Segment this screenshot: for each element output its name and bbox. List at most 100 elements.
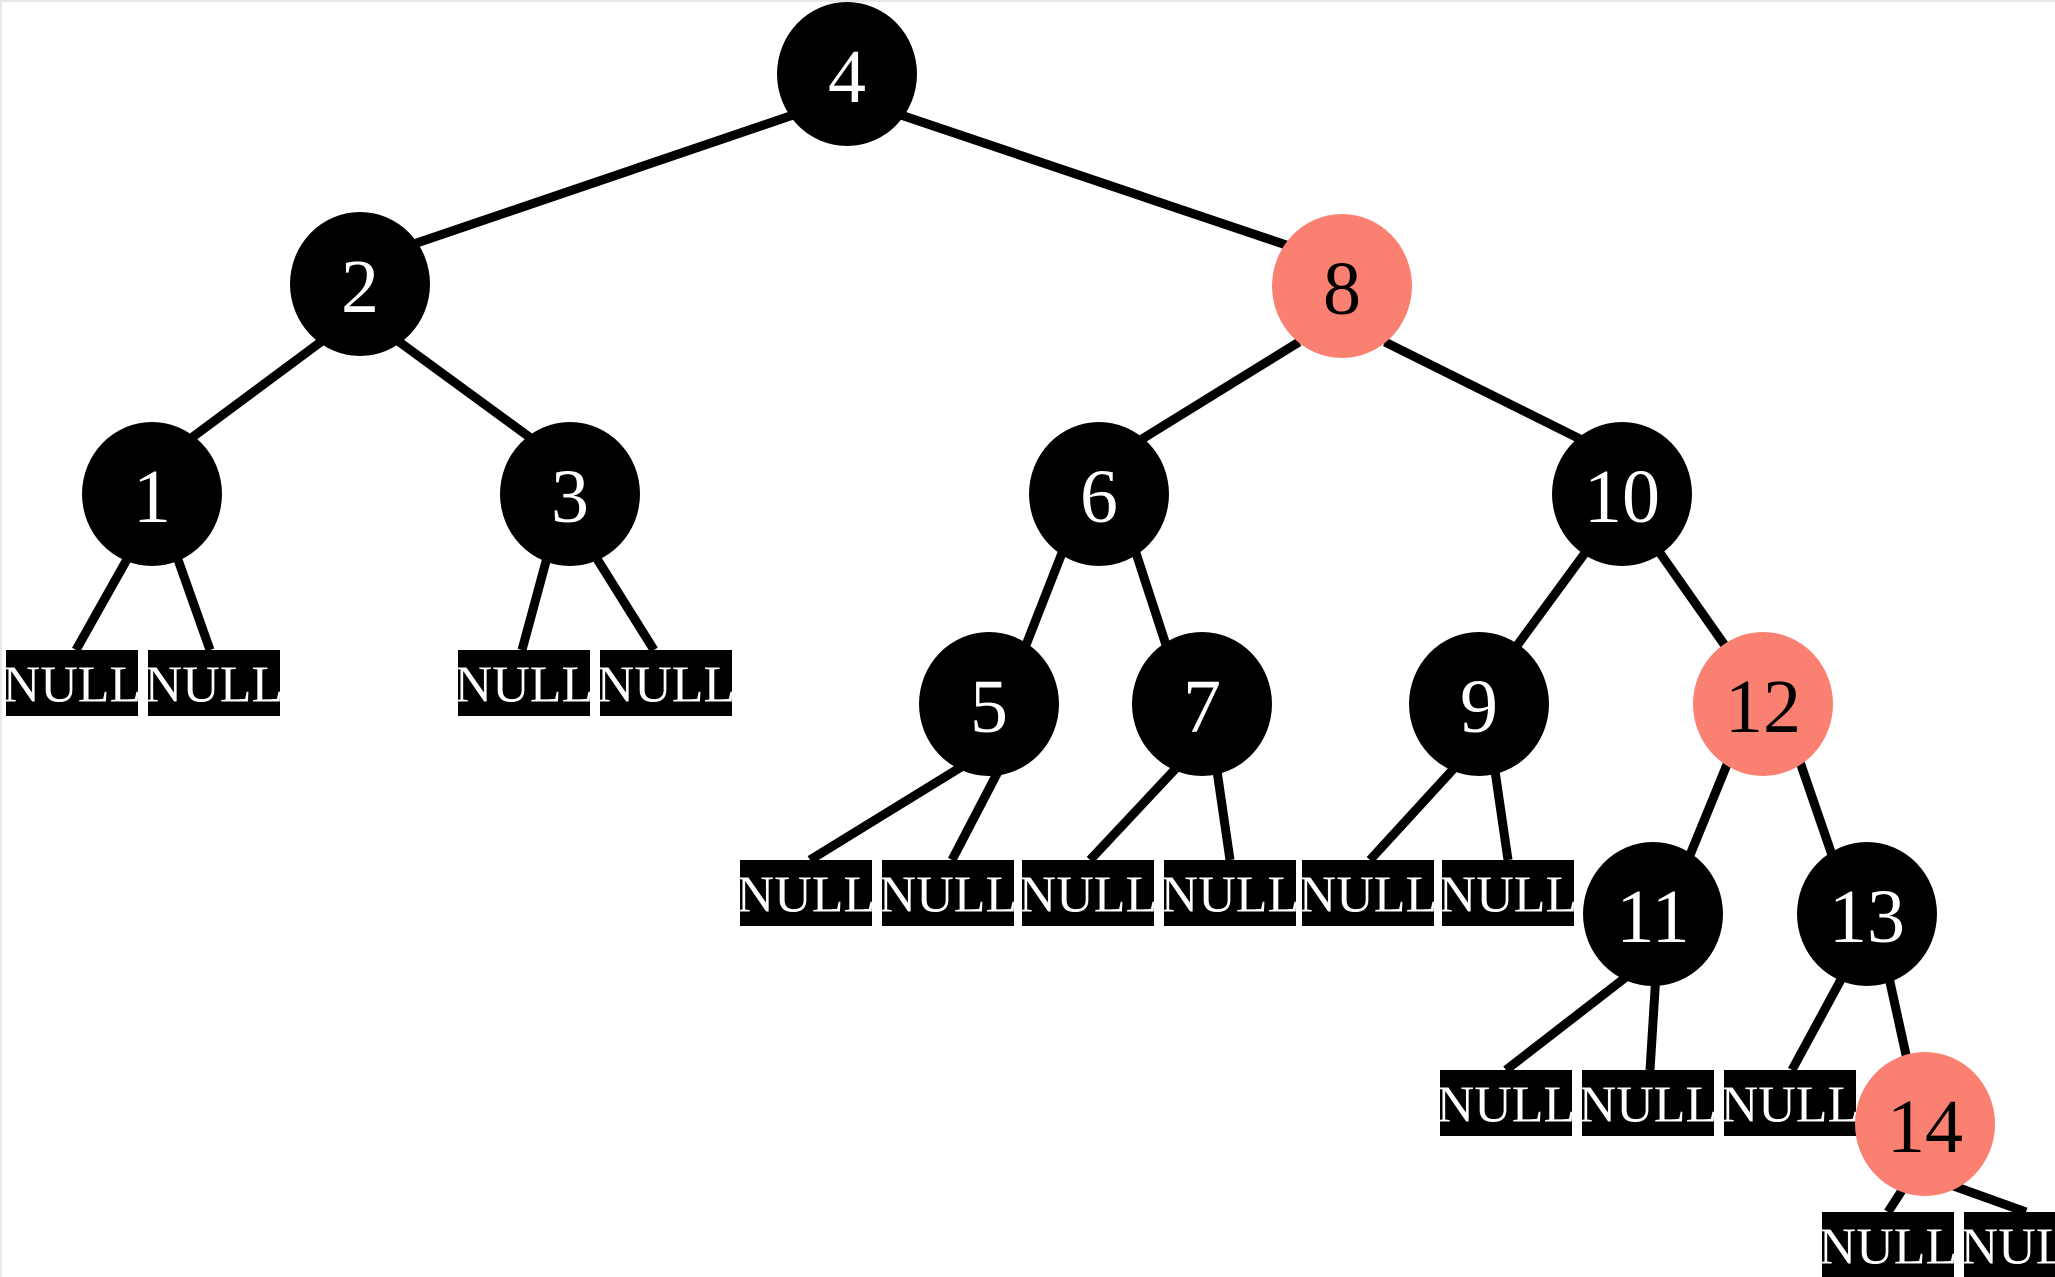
tree-node-circle-black[interactable] [1029, 422, 1169, 566]
tree-edge-n2-n1 [187, 337, 325, 443]
null-leaf-box [600, 650, 732, 716]
tree-node-label: 9 [1460, 665, 1498, 749]
tree-node-label: 11 [1616, 875, 1689, 959]
null-leaf-box [1440, 1070, 1572, 1136]
null-leaf: NULL [879, 860, 1018, 926]
null-leaf-box [6, 650, 138, 716]
tree-node-2[interactable]: 2 [290, 212, 430, 356]
null-leaf: NULL [597, 650, 736, 716]
null-leaf-label: NULL [455, 657, 594, 714]
tree-edge-n3-l3 [517, 552, 553, 652]
tree-node-8[interactable]: 8 [1272, 214, 1412, 358]
null-leaf-box [882, 860, 1014, 926]
tree-edge-n7-l7 [1086, 760, 1184, 864]
null-leaf-label: NULL [1299, 867, 1438, 924]
tree-edge-n8-n6 [1139, 338, 1302, 443]
tree-node-label: 2 [341, 245, 379, 329]
tree-node-circle-black[interactable] [500, 422, 640, 566]
null-leaf: NULL [1299, 860, 1438, 926]
tree-edge-n1-l1 [72, 551, 134, 653]
tree-edge-n12-n13 [1795, 760, 1837, 857]
tree-node-circle-black[interactable] [1583, 842, 1723, 986]
null-leaf-label: NULL [1721, 1077, 1860, 1134]
tree-edge-n12-n11 [1685, 760, 1733, 857]
null-leaf-box [1964, 1212, 2055, 1277]
tree-edge-n14-l15 [1946, 1179, 2028, 1217]
null-leaf-box [1022, 860, 1154, 926]
tree-node-label: 8 [1323, 247, 1361, 331]
tree-edge-n5-l5 [807, 760, 969, 864]
null-leaf-label: NULL [145, 657, 284, 714]
tree-node-4[interactable]: 4 [777, 2, 917, 146]
tree-edge-n13-n14 [1883, 972, 1913, 1065]
tree-edge-n9-l10 [1489, 763, 1513, 861]
tree-node-7[interactable]: 7 [1132, 632, 1272, 776]
null-leaf: NULL [3, 650, 142, 716]
tree-node-12[interactable]: 12 [1693, 632, 1833, 776]
tree-node-label: 5 [970, 665, 1008, 749]
tree-node-6[interactable]: 6 [1029, 422, 1169, 566]
null-leaf: NULL [1819, 1212, 1957, 1277]
tree-edge-n6-n7 [1131, 551, 1171, 647]
null-leaf-label: NULL [597, 657, 736, 714]
tree-node-14[interactable]: 14 [1855, 1052, 1995, 1196]
null-leaf: NULL [1439, 860, 1577, 926]
tree-node-1[interactable]: 1 [82, 422, 222, 566]
tree-node-9[interactable]: 9 [1409, 632, 1549, 776]
tree-node-11[interactable]: 11 [1583, 842, 1723, 986]
null-leaf-label: NULL [1437, 1077, 1576, 1134]
tree-edge-n9-l9 [1366, 760, 1462, 864]
null-leaf-label: NULL [879, 867, 1018, 924]
tree-node-label: 1 [133, 455, 171, 539]
tree-node-circle-black[interactable] [1797, 842, 1937, 986]
null-leaf: NULL [1019, 860, 1157, 926]
tree-node-circle-black[interactable] [290, 212, 430, 356]
tree-node-circle-black[interactable] [1552, 422, 1692, 566]
null-leaf-box [458, 650, 590, 716]
tree-edge-n8-n10 [1382, 337, 1583, 444]
tree-node-circle-black[interactable] [777, 2, 917, 146]
null-leaf-label: NULL [1161, 867, 1300, 924]
tree-edge-n10-n9 [1512, 550, 1589, 650]
null-leaf-box [740, 860, 872, 926]
tree-node-circle-red[interactable] [1855, 1052, 1995, 1196]
null-leaf-box [1822, 1212, 1954, 1277]
tree-node-10[interactable]: 10 [1552, 422, 1692, 566]
null-leaf-label: NULL [3, 657, 142, 714]
tree-node-13[interactable]: 13 [1797, 842, 1937, 986]
null-leaf: NULL [145, 650, 284, 716]
null-leaf-box [1724, 1070, 1856, 1136]
null-leaf: NULL [1437, 1070, 1576, 1136]
tree-edge-n11-l12 [1645, 973, 1661, 1071]
null-leaf-label: NULL [1579, 1077, 1718, 1134]
tree-node-label: 7 [1183, 665, 1221, 749]
tree-edge-n4-n8 [890, 107, 1300, 254]
tree-node-circle-black[interactable] [919, 632, 1059, 776]
tree-edge-n10-n12 [1656, 550, 1730, 650]
tree-node-circle-red[interactable] [1693, 632, 1833, 776]
tree-node-label: 10 [1584, 455, 1660, 539]
tree-node-circle-black[interactable] [1409, 632, 1549, 776]
tree-edge-n7-l8 [1211, 763, 1235, 861]
tree-edge-n4-n2 [403, 107, 804, 252]
tree-node-5[interactable]: 5 [919, 632, 1059, 776]
null-leaf: NULL [737, 860, 876, 926]
null-leaf-box [148, 650, 280, 716]
tree-edge-n3-l4 [590, 551, 658, 653]
tree-node-circle-red[interactable] [1272, 214, 1412, 358]
tree-edge-n5-l6 [948, 761, 1006, 863]
null-leaf-label: NULL [737, 867, 876, 924]
tree-node-3[interactable]: 3 [500, 422, 640, 566]
tree-node-circle-black[interactable] [1132, 632, 1272, 776]
tree-node-label: 12 [1725, 665, 1801, 749]
null-leaf: NULL [1721, 1070, 1860, 1136]
null-leaf: NULL [455, 650, 594, 716]
null-leaf-label: NULL [1961, 1219, 2055, 1276]
tree-node-label: 13 [1829, 875, 1905, 959]
tree-node-label: 4 [828, 35, 866, 119]
null-leaf-box [1164, 860, 1296, 926]
tree-node-circle-black[interactable] [82, 422, 222, 566]
